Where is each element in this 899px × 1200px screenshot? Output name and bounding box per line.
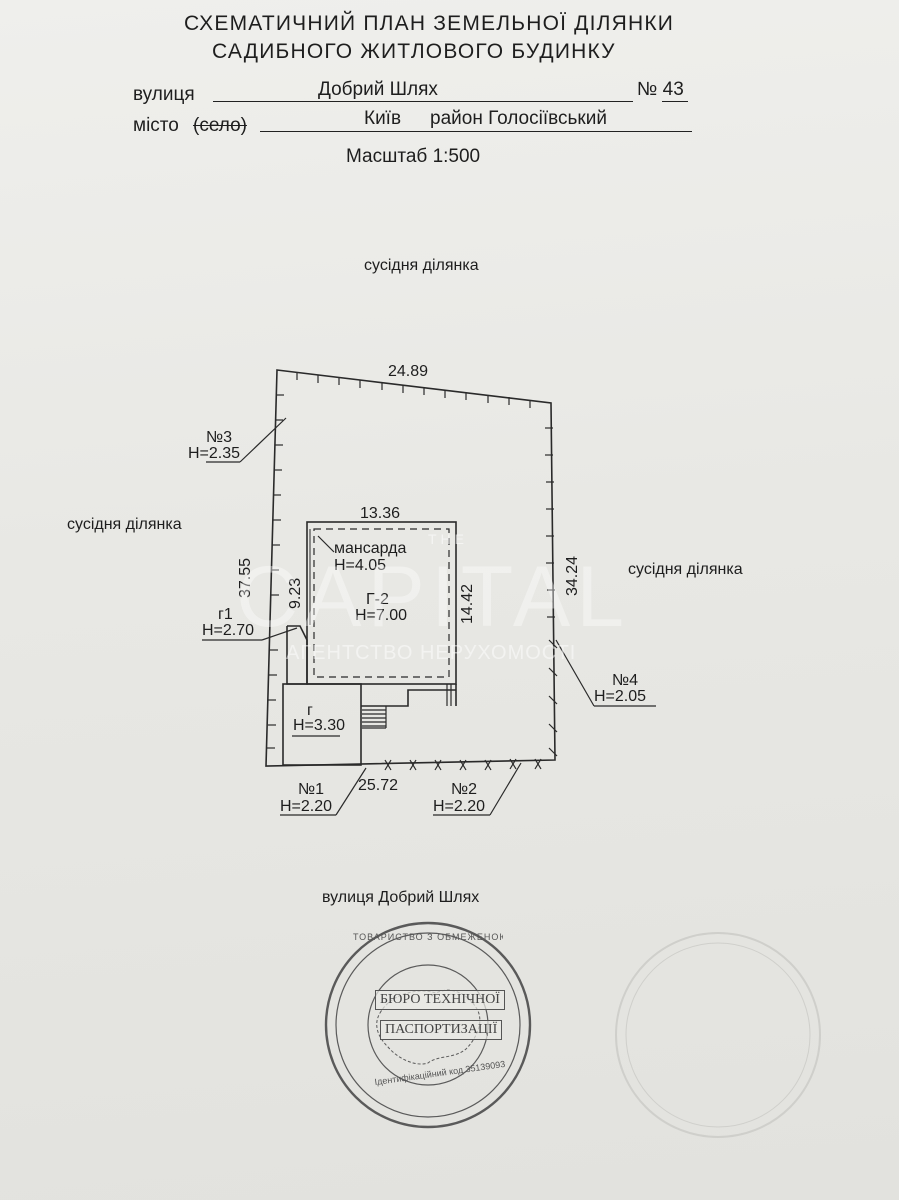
neighbor-right: сусідня ділянка bbox=[628, 561, 743, 578]
title-line-1: СХЕМАТИЧНИЙ ПЛАН ЗЕМЕЛЬНОЇ ДІЛЯНКИ bbox=[184, 12, 675, 35]
street-value: Добрий Шлях bbox=[318, 79, 438, 100]
city-value: Київ bbox=[364, 108, 402, 129]
stamp-center-line2: ПАСПОРТИЗАЦІЇ bbox=[380, 1020, 503, 1040]
attic-height: Н=4.05 bbox=[334, 557, 387, 574]
right-ticks bbox=[545, 427, 558, 757]
dim-top: 24.89 bbox=[388, 363, 429, 380]
fence2-number: №2 bbox=[451, 781, 478, 798]
attic-label: мансарда bbox=[334, 540, 407, 557]
left-ticks bbox=[267, 394, 284, 749]
stamp-seal bbox=[324, 921, 532, 1129]
village-struck: (село) bbox=[193, 115, 247, 136]
g1-code: г1 bbox=[218, 606, 233, 623]
fence2-height: Н=2.20 bbox=[433, 798, 486, 815]
g1-height: Н=2.70 bbox=[202, 622, 255, 639]
scale-label: Масштаб 1:500 bbox=[346, 146, 481, 167]
annex-g1 bbox=[286, 625, 308, 685]
fence4-height: Н=2.05 bbox=[594, 688, 647, 705]
g-height: Н=3.30 bbox=[293, 717, 346, 734]
bottom-ticks bbox=[384, 758, 542, 771]
faint-stamp bbox=[615, 932, 821, 1138]
house-code: Г-2 bbox=[366, 591, 389, 608]
neighbor-left: сусідня ділянка bbox=[67, 516, 182, 533]
stamp-center-line1: БЮРО ТЕХНІЧНОЇ bbox=[375, 990, 505, 1010]
fence3-number: №3 bbox=[206, 429, 233, 446]
stamp-ring-text: ТОВАРИСТВО З ОБМЕЖЕНОЮ ВІДПОВІДАЛЬНІСТЮ … bbox=[353, 932, 503, 942]
dim-bottom: 25.72 bbox=[358, 777, 399, 794]
fence4-number: №4 bbox=[612, 672, 639, 689]
plot-boundary bbox=[265, 369, 556, 767]
fence3-height: Н=2.35 bbox=[188, 445, 241, 462]
top-ticks bbox=[296, 372, 531, 408]
district-value: район Голосіївський bbox=[430, 108, 607, 129]
street-bottom: вулиця Добрий Шлях bbox=[322, 889, 480, 906]
house-inner-wall bbox=[313, 528, 450, 678]
house-outer-wall bbox=[306, 521, 457, 685]
porch bbox=[361, 684, 457, 707]
house-number: № 43 bbox=[637, 79, 684, 100]
street-label: вулиця bbox=[133, 84, 195, 105]
title-line-2: САДИБНОГО ЖИТЛОВОГО БУДИНКУ bbox=[212, 40, 616, 63]
number-underline bbox=[662, 101, 688, 102]
city-label: місто bbox=[133, 115, 179, 136]
street-underline bbox=[213, 101, 633, 102]
fence1-height: Н=2.20 bbox=[280, 798, 333, 815]
neighbor-top: сусідня ділянка bbox=[364, 257, 479, 274]
house-width: 13.36 bbox=[360, 505, 401, 522]
g-code: г bbox=[307, 702, 313, 719]
steps bbox=[362, 684, 452, 729]
shed-g bbox=[282, 683, 362, 766]
city-underline bbox=[260, 131, 692, 132]
leader-lines bbox=[202, 417, 656, 816]
fence1-number: №1 bbox=[298, 781, 325, 798]
house-height: Н=7.00 bbox=[355, 607, 408, 624]
